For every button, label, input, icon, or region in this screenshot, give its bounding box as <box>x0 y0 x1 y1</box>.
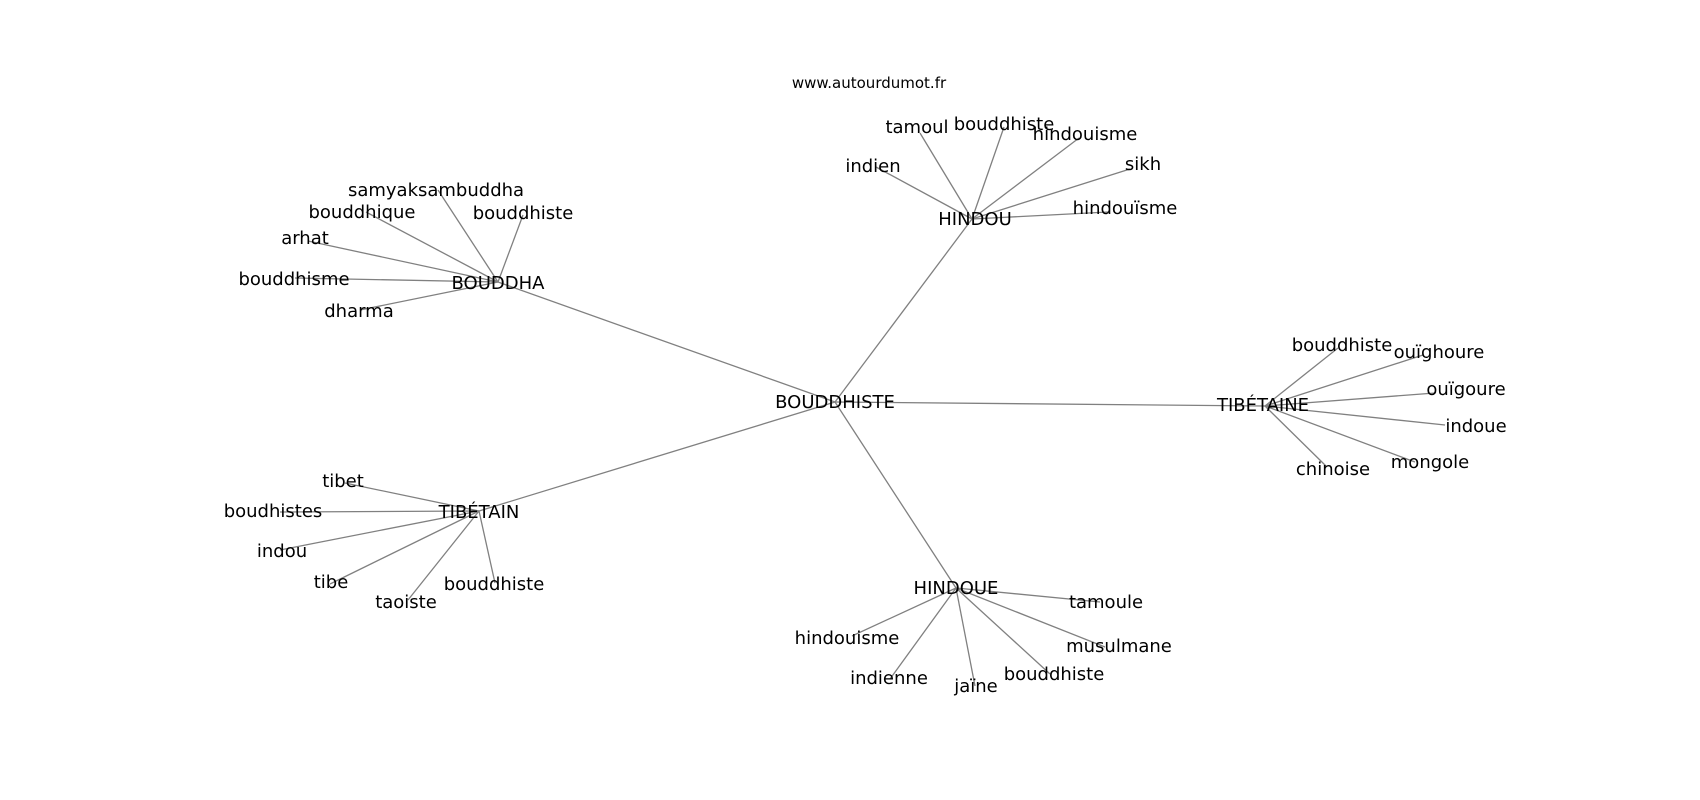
graph-edge <box>478 401 836 512</box>
leaf-node-label[interactable]: boudhistes <box>224 501 323 522</box>
leaf-node-label[interactable]: tibet <box>322 471 364 492</box>
graph-edges <box>279 126 1446 687</box>
graph-edge <box>834 401 1266 407</box>
leaf-node-label[interactable]: hindouïsme <box>1073 198 1178 219</box>
graph-edge <box>955 587 1051 675</box>
leaf-node-label[interactable]: chinoise <box>1296 459 1370 480</box>
graph-edge <box>851 587 957 637</box>
graph-edge <box>1264 405 1416 463</box>
leaf-node-label[interactable]: bouddhiste <box>954 114 1055 135</box>
graph-edge <box>365 211 499 283</box>
leaf-node-label[interactable]: bouddhiste <box>1292 335 1393 356</box>
graph-labels: www.autourdumot.fr BOUDDHISTE HINDOU tam… <box>224 74 1507 697</box>
leaf-node-label[interactable]: indou <box>257 541 307 562</box>
hub-node-label[interactable]: HINDOUE <box>914 578 999 599</box>
leaf-node-label[interactable]: bouddhiste <box>473 203 574 224</box>
leaf-node-label[interactable]: mongole <box>1391 452 1469 473</box>
graph-edge <box>971 137 1080 220</box>
leaf-node-label[interactable]: bouddhisme <box>238 269 349 290</box>
leaf-node-label[interactable]: musulmane <box>1066 636 1172 657</box>
graph-edge <box>279 510 480 513</box>
graph-edge <box>971 211 1109 220</box>
leaf-node-label[interactable]: sikh <box>1125 154 1161 175</box>
leaf-node-label[interactable]: tamoul <box>885 117 948 138</box>
graph-edge <box>1264 354 1424 407</box>
site-url[interactable]: www.autourdumot.fr <box>792 74 947 92</box>
leaf-node-label[interactable]: arhat <box>281 228 329 249</box>
graph-edge <box>478 510 496 584</box>
graph-edge <box>971 168 1131 220</box>
graph-edge <box>1264 405 1328 468</box>
graph-edge <box>344 482 480 512</box>
leaf-node-label[interactable]: bouddhiste <box>1004 664 1105 685</box>
graph-edge <box>1264 392 1436 407</box>
graph-edge <box>889 587 957 680</box>
graph-edge <box>834 218 973 403</box>
graph-edge <box>834 401 957 589</box>
graph-edge <box>279 510 480 551</box>
graph-edge <box>294 277 499 283</box>
hub-node-label[interactable]: TIBÉTAIN <box>438 501 520 523</box>
graph-edge <box>359 281 499 311</box>
hub-node-label[interactable]: TIBÉTAINE <box>1216 394 1309 416</box>
graph-edge <box>329 510 480 585</box>
leaf-node-label[interactable]: tibe <box>314 572 349 593</box>
graph-edge <box>971 126 1005 220</box>
leaf-node-label[interactable]: dharma <box>324 301 394 322</box>
graph-edge <box>955 587 1106 648</box>
leaf-node-label[interactable]: bouddhique <box>308 202 415 223</box>
leaf-node-label[interactable]: indien <box>845 156 900 177</box>
leaf-node-label[interactable]: ouïghoure <box>1394 342 1485 363</box>
center-node-label[interactable]: BOUDDHISTE <box>775 392 895 413</box>
leaf-node-label[interactable]: indoue <box>1445 416 1506 437</box>
leaf-node-label[interactable]: hindouisme <box>1033 124 1138 145</box>
leaf-node-label[interactable]: ouïgoure <box>1426 379 1505 400</box>
graph-edge <box>1264 347 1339 407</box>
graph-edge <box>919 132 973 220</box>
leaf-node-label[interactable]: samyaksambuddha <box>348 180 524 201</box>
graph-edge <box>1264 405 1446 426</box>
hub-node-label[interactable]: HINDOU <box>938 209 1012 230</box>
graph-edge <box>407 510 480 601</box>
graph-edge <box>955 587 976 687</box>
leaf-node-label[interactable]: taoiste <box>375 592 437 613</box>
graph-edge <box>875 166 973 220</box>
leaf-node-label[interactable]: tamoule <box>1069 592 1143 613</box>
graph-edge <box>497 281 836 403</box>
leaf-node-label[interactable]: jaïne <box>953 676 998 697</box>
graph-edge <box>497 214 524 283</box>
hub-node-label[interactable]: BOUDDHA <box>452 273 546 294</box>
leaf-node-label[interactable]: hindouisme <box>795 628 900 649</box>
graph-edge <box>955 587 1101 603</box>
leaf-node-label[interactable]: indienne <box>850 668 928 689</box>
leaf-node-label[interactable]: bouddhiste <box>444 574 545 595</box>
graph-edge <box>307 240 499 283</box>
graph-edge <box>437 189 499 283</box>
